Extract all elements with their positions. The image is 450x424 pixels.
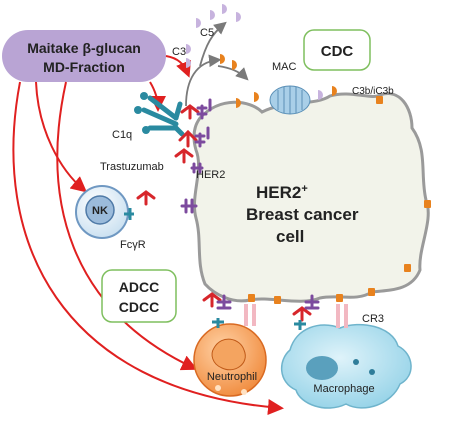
adcc-cdcc-box: [101, 269, 177, 323]
c3b-deposits: [248, 96, 431, 304]
arrow-to-mac: [217, 65, 249, 81]
her2-label: HER2: [196, 169, 225, 181]
source-label-line2: MD-Fraction: [43, 59, 125, 75]
cdc-label: CDC: [321, 43, 354, 60]
cdcc-label: CDCC: [119, 299, 159, 315]
neutrophil-label: Neutrophil: [207, 371, 257, 383]
macrophage-cell: [281, 323, 412, 409]
cancer-cell-body: [192, 92, 430, 303]
neutrophil-cell: [193, 323, 267, 397]
macrophage-granule: [353, 359, 359, 365]
neutrophil-cr3: [244, 304, 256, 326]
c3-label: C3: [172, 46, 186, 58]
mac-pore: [269, 85, 311, 115]
source-label-line1: Maitake β-glucan: [27, 40, 141, 56]
cell-label-line3: cell: [276, 227, 304, 246]
c1q-label: C1q: [112, 129, 132, 141]
fcgr-receptor-nk: [124, 208, 134, 220]
adcc-label: ADCC: [119, 279, 159, 295]
neutrophil-receptors: [212, 318, 224, 328]
arrow-to-cdc: [165, 55, 191, 78]
arrow-to-macrophage: [12, 81, 284, 415]
cell-label-line1: HER2+: [256, 183, 308, 202]
c5-label: C5: [200, 27, 214, 39]
source-box: [2, 30, 166, 82]
mac-label: MAC: [272, 61, 297, 73]
arrow-c3-cleavage: [185, 54, 222, 107]
macrophage-cr3: [336, 304, 348, 328]
c3b-ic3b-label: C3b/iC3b: [352, 86, 394, 97]
macrophage-granule: [369, 369, 375, 375]
her2-receptors: [180, 98, 320, 310]
nk-nucleus: [85, 195, 115, 225]
arrow-to-neutrophil: [56, 81, 198, 371]
c5-fragments: [186, 4, 241, 68]
macrophage-label: Macrophage: [313, 383, 374, 395]
c3-fragments: [220, 54, 337, 108]
trastuzumab-label: Trastuzumab: [100, 161, 164, 173]
c1q-complex: [134, 92, 185, 137]
macrophage-receptors: [294, 320, 306, 330]
arrow-c5-cleavage: [199, 21, 227, 67]
cdc-box: [303, 29, 371, 71]
arrow-to-nk: [35, 81, 88, 193]
cr3-label: CR3: [362, 313, 384, 325]
cell-label-line2: Breast cancer: [246, 205, 359, 224]
macrophage-nucleus: [306, 356, 338, 380]
trastuzumab-antibodies: [136, 104, 312, 322]
nk-label: NK: [92, 205, 108, 217]
fcgr-label: FcγR: [120, 239, 146, 251]
